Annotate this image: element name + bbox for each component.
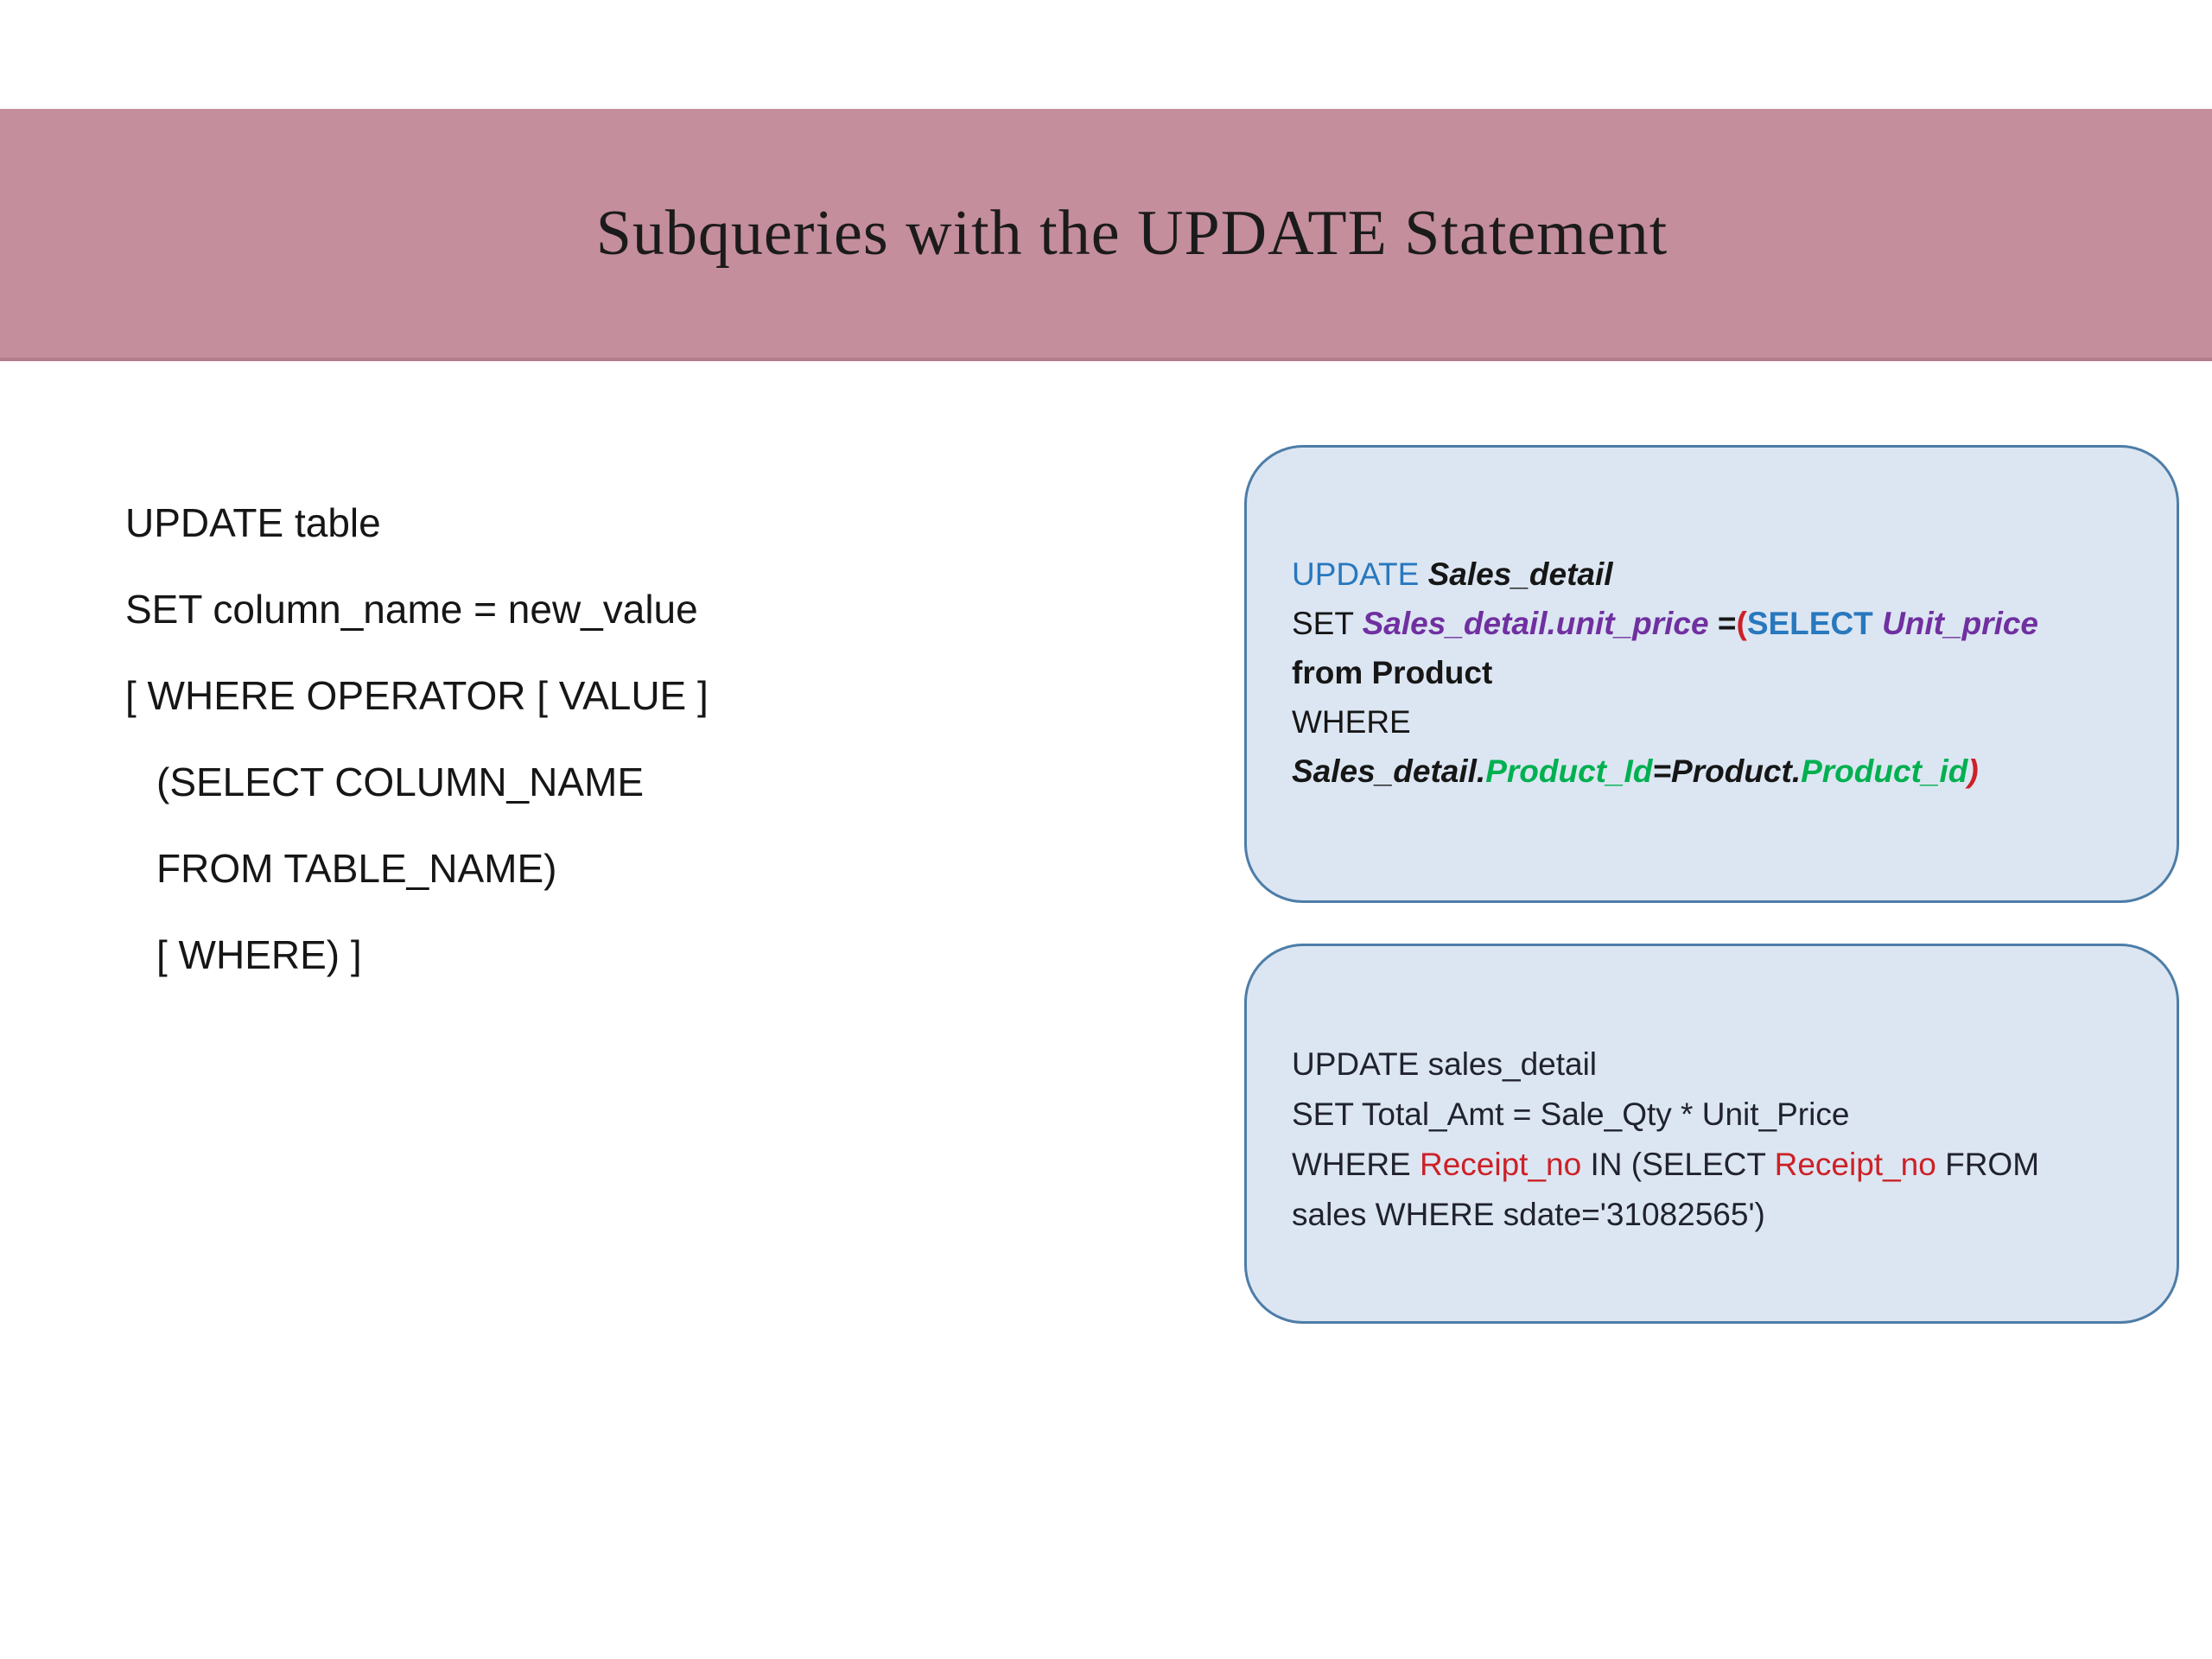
title-banner: Subqueries with the UPDATE Statement — [0, 109, 2212, 361]
code-line: WHERE — [1292, 697, 2142, 747]
code-segment: SELECT — [1746, 606, 1883, 641]
syntax-line: UPDATE table — [125, 500, 381, 545]
code-segment: = — [1708, 606, 1737, 641]
syntax-line: [ WHERE) ] — [156, 932, 362, 977]
code-line: Sales_detail.Product_Id=Product.Product_… — [1292, 747, 2142, 796]
code-segment: ( — [1736, 606, 1747, 641]
code-segment: SET — [1292, 606, 1363, 641]
code-segment: WHERE — [1292, 704, 1411, 740]
code-segment: Sales_detail. — [1292, 753, 1486, 789]
code-segment: Product. — [1671, 753, 1802, 789]
code-line: sales WHERE sdate='31082565') — [1292, 1190, 2142, 1240]
code-line: UPDATE sales_detail — [1292, 1039, 2142, 1090]
code-line: from Product — [1292, 648, 2142, 697]
code-segment: sales WHERE sdate='31082565') — [1292, 1197, 1765, 1232]
code-line: UPDATE Sales_detail — [1292, 550, 2142, 599]
code-segment: SET Total_Amt = Sale_Qty * Unit_Price — [1292, 1096, 1850, 1132]
code-segment: Receipt_no — [1420, 1147, 1582, 1182]
slide-title: Subqueries with the UPDATE Statement — [595, 197, 1669, 269]
code-segment: FROM — [1936, 1147, 2040, 1182]
code-line: SET Sales_detail.unit_price =(SELECT Uni… — [1292, 599, 2142, 648]
syntax-line: SET column_name = new_value — [125, 587, 698, 632]
syntax-line: (SELECT COLUMN_NAME — [156, 760, 645, 804]
code-segment: UPDATE sales_detail — [1292, 1046, 1598, 1082]
code-segment: Sales_detail.unit_price — [1362, 606, 1709, 641]
code-segment: = — [1652, 753, 1672, 789]
code-segment: Receipt_no — [1774, 1147, 1936, 1182]
code-segment: Product_id — [1801, 753, 1968, 789]
code-line: WHERE Receipt_no IN (SELECT Receipt_no F… — [1292, 1140, 2142, 1190]
syntax-line: [ WHERE OPERATOR [ VALUE ] — [125, 673, 709, 718]
code-segment: Unit_price — [1882, 606, 2038, 641]
syntax-line: FROM TABLE_NAME) — [156, 846, 557, 891]
code-segment: Sales_detail — [1427, 556, 1613, 592]
code-line: SET Total_Amt = Sale_Qty * Unit_Price — [1292, 1090, 2142, 1140]
code-segment: from Product — [1292, 655, 1493, 690]
code-segment: Product_Id — [1485, 753, 1653, 789]
code-segment: UPDATE — [1292, 556, 1428, 592]
code-segment: WHERE — [1292, 1147, 1420, 1182]
code-segment: ) — [1967, 753, 1979, 789]
code-segment: IN (SELECT — [1581, 1147, 1775, 1182]
